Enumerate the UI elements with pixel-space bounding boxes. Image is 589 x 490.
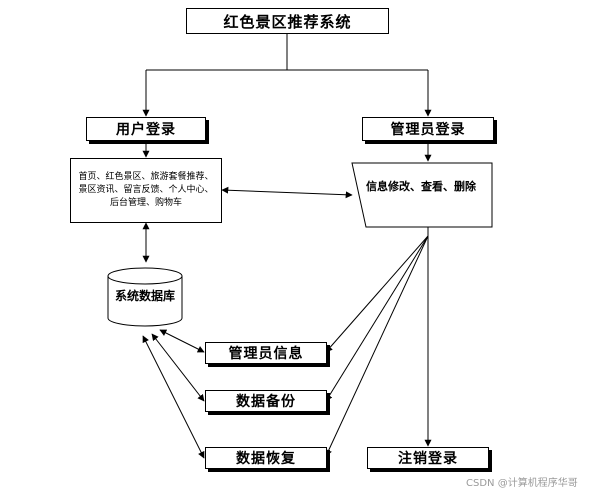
logout-box: 注销登录 [367,447,489,469]
diagram-title: 红色景区推荐系统 [223,12,352,31]
watermark: CSDN @计算机程序华哥 [466,478,578,489]
title-box: 红色景区推荐系统 [186,8,389,34]
data-backup-box: 数据备份 [205,390,327,412]
admin-login-label: 管理员登录 [390,122,466,138]
user-functions-box: 首页、红色景区、旅游套餐推荐、景区资讯、留言反馈、个人中心、后台管理、购物车 [70,158,222,223]
admin-functions-text: 信息修改、查看、删除 [366,180,476,193]
edge-user-admin-bidirectional [221,186,353,199]
edge-admin-to-data-restore [325,235,429,457]
edge-admin-to-admin-info [325,235,429,353]
database-cylinder [107,267,183,327]
database-label: 系统数据库 [114,289,175,303]
logout-label: 注销登录 [398,451,458,467]
edge-admin-to-data-backup [325,235,429,402]
admin-info-box: 管理员信息 [205,342,327,364]
user-login-box: 用户登录 [86,117,206,141]
admin-info-label: 管理员信息 [228,346,304,362]
edge-database-data-restore [142,335,205,459]
edge-database-admin-info [159,329,205,353]
data-restore-label: 数据恢复 [236,451,296,467]
edge-database-data-backup [151,333,205,402]
user-functions-text: 首页、红色景区、旅游套餐推荐、景区资讯、留言反馈、个人中心、后台管理、购物车 [78,172,214,208]
data-restore-box: 数据恢复 [205,447,327,469]
admin-login-box: 管理员登录 [362,117,494,141]
user-login-label: 用户登录 [116,122,176,138]
data-backup-label: 数据备份 [236,394,296,410]
admin-functions-shape [351,162,493,228]
